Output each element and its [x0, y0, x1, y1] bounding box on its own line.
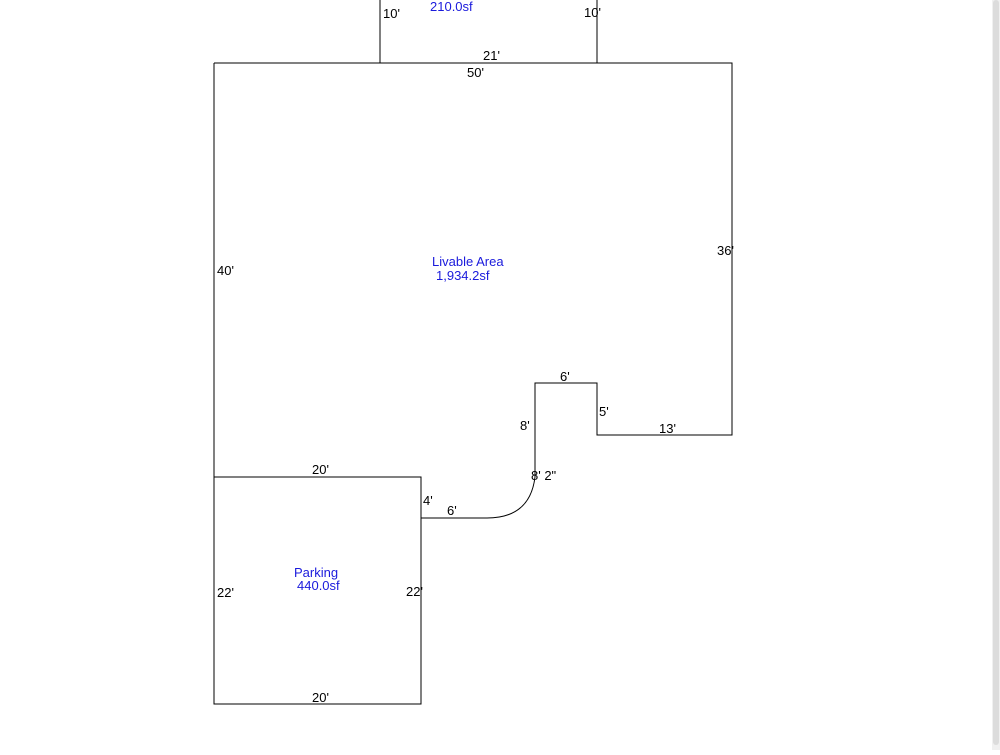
scrollbar-thumb[interactable]	[993, 0, 999, 745]
dim-arc: 8' 2"	[531, 468, 557, 483]
dim-notch-left: 8'	[520, 418, 530, 433]
dim-parking-connector-horizontal: 6'	[447, 503, 457, 518]
dim-notch-right: 5'	[599, 404, 609, 419]
dim-main-right: 36'	[717, 243, 734, 258]
dim-top-left: 10'	[383, 6, 400, 21]
dim-notch-top: 6'	[560, 369, 570, 384]
parking-area-value: 440.0sf	[297, 578, 340, 593]
livable-area-outline	[214, 62, 733, 477]
dim-parking-connector-vertical: 4'	[423, 493, 433, 508]
livable-area-value: 1,934.2sf	[436, 268, 490, 283]
dim-top-right: 10'	[584, 5, 601, 20]
dim-notch-bottom: 13'	[659, 421, 676, 436]
dim-parking-bottom: 20'	[312, 690, 329, 705]
parking-area-name: Parking	[294, 565, 338, 580]
dim-main-top: 50'	[467, 65, 484, 80]
dim-top-width: 21'	[483, 48, 500, 63]
top-area-value: 210.0sf	[430, 0, 473, 14]
vertical-scrollbar[interactable]	[992, 0, 1000, 750]
livable-area-name: Livable Area	[432, 254, 504, 269]
dim-parking-left: 22'	[217, 585, 234, 600]
curved-connector	[486, 476, 536, 519]
parking-outline	[213, 476, 422, 705]
dim-parking-top: 20'	[312, 462, 329, 477]
dim-main-left: 40'	[217, 263, 234, 278]
dim-parking-right: 22'	[406, 584, 423, 599]
